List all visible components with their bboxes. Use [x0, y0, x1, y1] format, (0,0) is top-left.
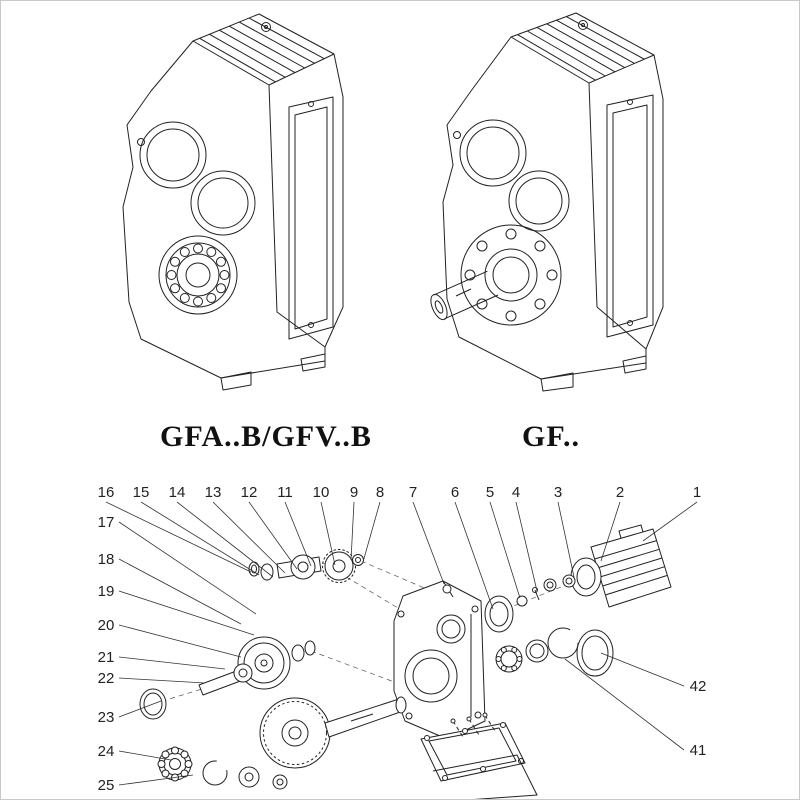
assembly-axis-lines — [152, 560, 587, 724]
side-screw — [137, 138, 145, 146]
output-flange — [460, 224, 562, 326]
gearbox-drawing-gf — [430, 12, 664, 392]
intermediate-gear-assembly — [139, 636, 316, 720]
cooling-ribs — [517, 16, 645, 81]
callout-5: 5 — [486, 484, 494, 501]
callout-16: 16 — [98, 484, 115, 501]
output-shaft — [430, 270, 499, 321]
gearbox-drawing-gfab — [122, 13, 344, 391]
callout-leader-lines — [105, 501, 698, 786]
callout-20: 20 — [98, 617, 115, 634]
callout-1: 1 — [693, 484, 701, 501]
callout-18: 18 — [98, 551, 115, 568]
callout-13: 13 — [205, 484, 222, 501]
front-edge — [268, 84, 326, 348]
side-cover-panel — [606, 94, 654, 338]
motor-fins — [594, 540, 668, 596]
mounting-feet — [540, 355, 647, 392]
model-label-gf: GF.. — [522, 420, 580, 453]
callout-8: 8 — [376, 484, 384, 501]
housing-outline — [122, 13, 344, 379]
front-edge — [588, 82, 647, 350]
output-shaft-assembly — [157, 696, 407, 790]
upper-bearing-bores — [139, 121, 256, 236]
motor — [562, 524, 672, 608]
bolt-alignment-lines — [452, 714, 496, 738]
vent-screw — [578, 20, 588, 30]
callout-7: 7 — [409, 484, 417, 501]
callout-15: 15 — [133, 484, 150, 501]
callout-41: 41 — [690, 742, 707, 759]
bottom-cover-parts — [420, 712, 538, 799]
mounting-feet — [220, 353, 326, 391]
motor-flange-parts — [484, 578, 557, 633]
model-label-gfab: GFA..B/GFV..B — [160, 420, 372, 453]
callout-6: 6 — [451, 484, 459, 501]
callout-42: 42 — [690, 678, 707, 695]
callout-24: 24 — [98, 743, 115, 760]
callout-21: 21 — [98, 649, 115, 666]
vent-screw — [261, 22, 271, 32]
side-cover-panel — [288, 96, 334, 340]
top-face-edge — [192, 40, 335, 86]
callout-12: 12 — [241, 484, 258, 501]
callout-23: 23 — [98, 709, 115, 726]
callout-numbers: 16 15 14 13 12 11 10 9 8 7 6 5 4 3 2 1 1… — [98, 484, 707, 794]
callout-9: 9 — [350, 484, 358, 501]
callout-25: 25 — [98, 777, 115, 794]
input-pinion-assembly — [248, 549, 364, 583]
callout-22: 22 — [98, 670, 115, 687]
exploded-parts-diagram: 16 15 14 13 12 11 10 9 8 7 6 5 4 3 2 1 1… — [98, 484, 707, 799]
callout-14: 14 — [169, 484, 186, 501]
callout-17: 17 — [98, 514, 115, 531]
callout-4: 4 — [512, 484, 520, 501]
callout-3: 3 — [554, 484, 562, 501]
output-bearing — [158, 235, 238, 315]
callout-11: 11 — [277, 484, 293, 501]
upper-bearing-bores — [459, 119, 570, 232]
callout-19: 19 — [98, 583, 115, 600]
side-screw — [453, 131, 461, 139]
callout-2: 2 — [616, 484, 624, 501]
callout-10: 10 — [313, 484, 330, 501]
housing-outline — [442, 12, 664, 380]
housing-side-parts — [495, 627, 614, 677]
gear-housing — [393, 580, 486, 740]
